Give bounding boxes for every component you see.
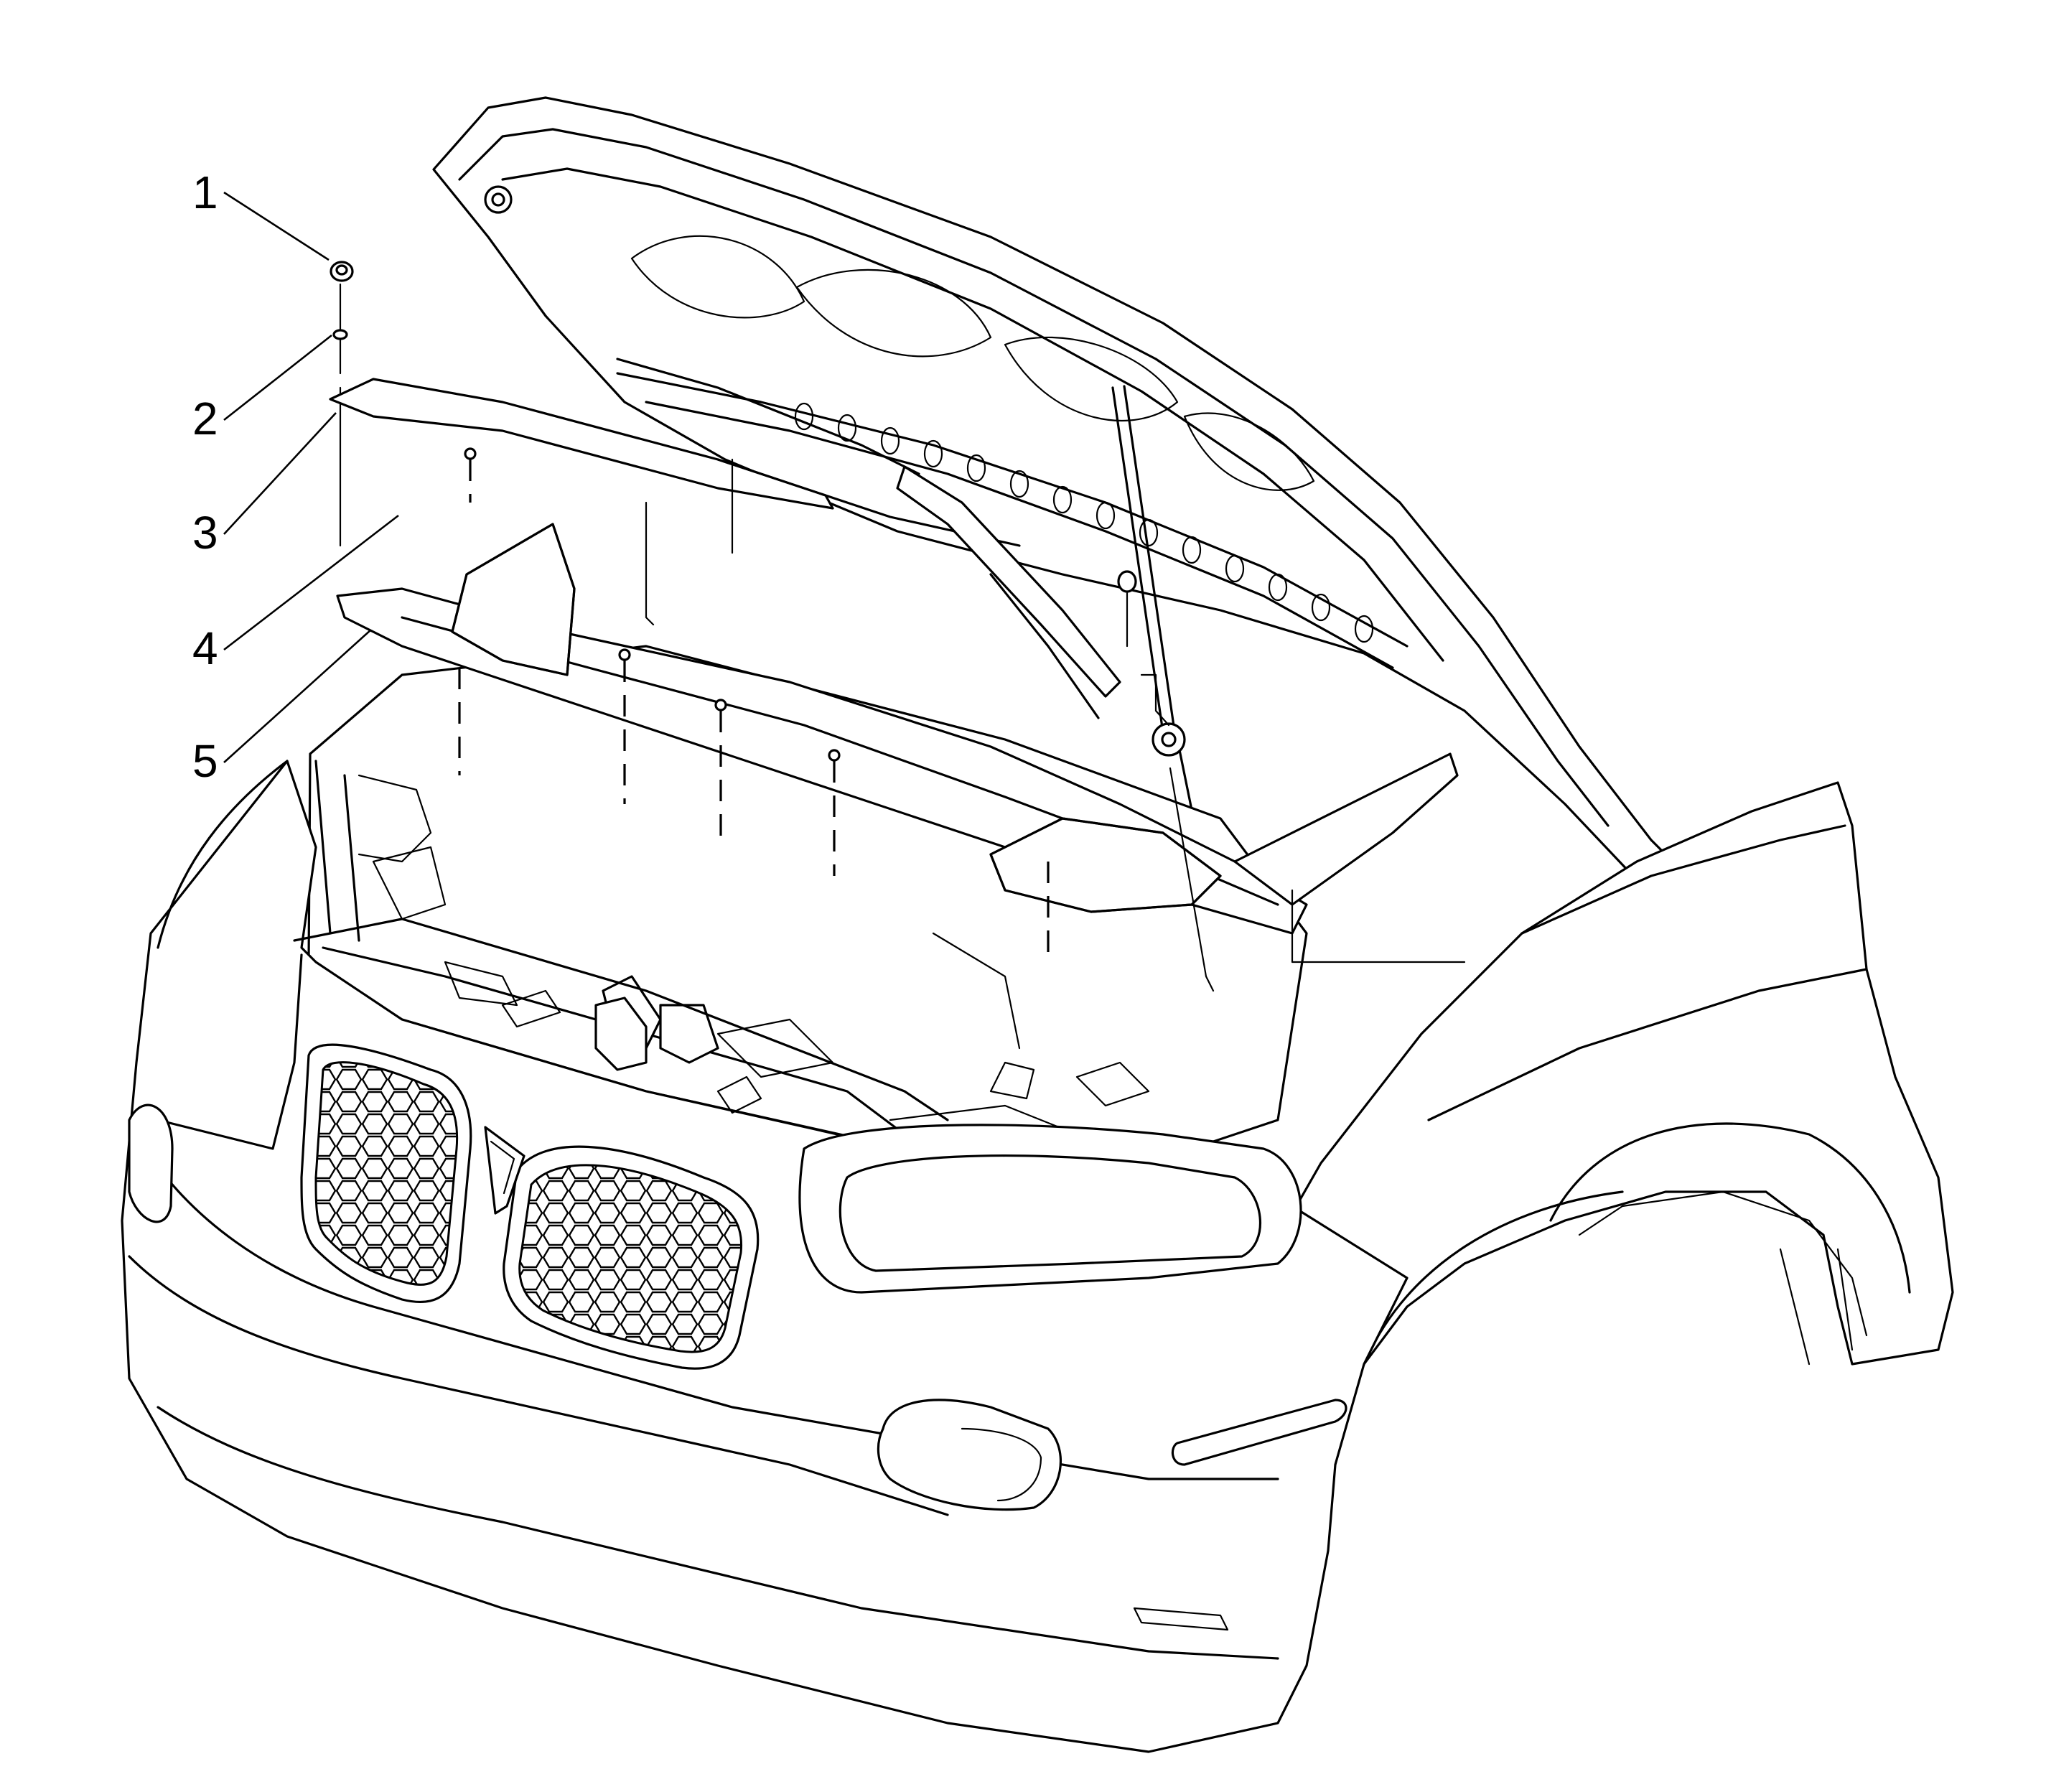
leader-line-1 <box>223 191 330 261</box>
hood-vent-holes <box>794 402 1374 643</box>
left-grille <box>300 1043 472 1304</box>
hood-latch <box>594 997 648 1071</box>
right-fog-lamp <box>877 1399 1062 1511</box>
fastener-axes <box>458 447 1466 992</box>
callout-5: 5 <box>192 735 218 787</box>
air-inlet-grille-panel <box>336 523 1459 935</box>
hood-panel <box>432 96 1667 874</box>
front-bumper-fascia <box>121 760 1409 1753</box>
callout-1: 1 <box>192 167 218 218</box>
right-headlamp <box>798 1124 1302 1294</box>
callout-2: 2 <box>192 393 218 444</box>
callout-3: 3 <box>192 507 218 559</box>
leader-line-4 <box>223 514 399 651</box>
leader-line-2 <box>223 334 332 421</box>
leader-line-5 <box>223 615 387 763</box>
side-marker-lamp <box>1171 1399 1347 1466</box>
wiper-arm-assembly <box>329 358 1121 719</box>
leader-line-3 <box>223 412 337 535</box>
pontiac-emblem-icon <box>484 1126 525 1215</box>
radiator-support-upper <box>293 918 949 1121</box>
hood-washer <box>332 329 348 340</box>
left-fog-lamp <box>128 1103 174 1223</box>
right-grille <box>503 1145 760 1370</box>
callout-group: 1 2 3 4 5 <box>192 167 399 787</box>
callout-4: 4 <box>192 622 218 674</box>
hood-hinge-nut <box>330 261 354 282</box>
